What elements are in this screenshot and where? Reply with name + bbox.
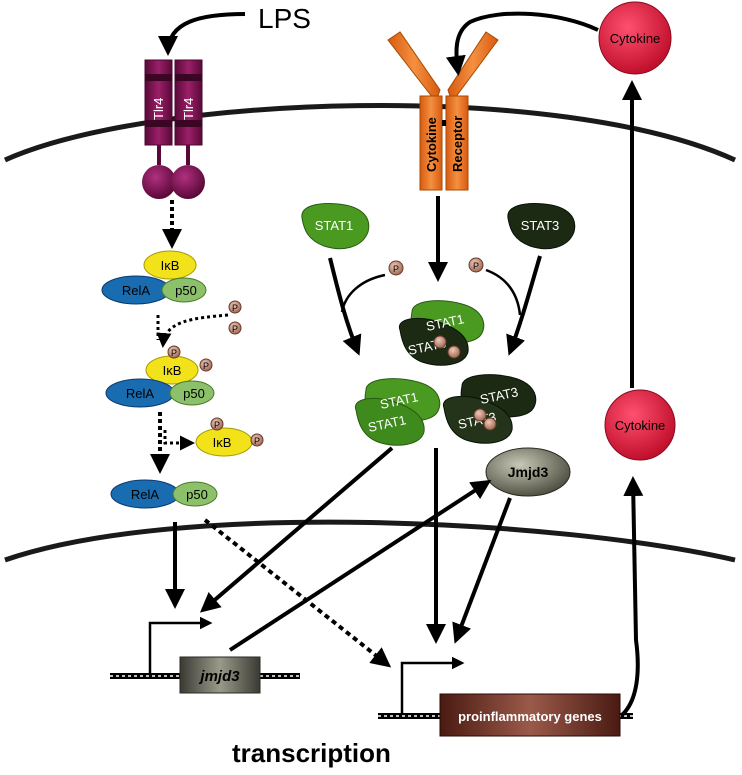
stat3-monomer: STAT3 bbox=[507, 203, 576, 250]
svg-text:p50: p50 bbox=[183, 386, 205, 401]
phospho-stat1-curve bbox=[340, 273, 386, 313]
jmjd3-protein bbox=[485, 447, 571, 497]
phospho-stat1 bbox=[388, 260, 404, 276]
cytokine-ball-mid bbox=[604, 389, 676, 461]
svg-text:STAT3: STAT3 bbox=[521, 218, 560, 233]
svg-text:RelA: RelA bbox=[126, 386, 155, 401]
transcription-label: transcription bbox=[232, 738, 391, 768]
receptor-label-left: Cytokine bbox=[424, 117, 439, 172]
svg-text:P: P bbox=[171, 348, 177, 358]
proinflammatory-gene: proinflammatory genes bbox=[378, 656, 633, 737]
cell-membrane bbox=[3, 103, 737, 163]
proinflammatory-label: proinflammatory genes bbox=[458, 709, 602, 724]
stat1-homodimer: STAT1 STAT1 bbox=[354, 378, 441, 446]
gene-to-cytokine-arrow bbox=[620, 476, 644, 717]
svg-text:P: P bbox=[232, 324, 238, 334]
stat3-dimerization-arrow bbox=[506, 255, 542, 356]
cytokine-mid-label: Cytokine bbox=[615, 418, 666, 433]
jmjd3-gene-to-protein-arrow bbox=[228, 479, 492, 652]
svg-text:P: P bbox=[232, 303, 238, 313]
svg-text:RelA: RelA bbox=[131, 487, 160, 502]
phospho-group-pair: P P bbox=[228, 300, 242, 335]
stat1-dimerization-arrow bbox=[328, 257, 362, 356]
svg-text:P: P bbox=[254, 436, 260, 446]
nfkb-complex-2-phosphorylated: P P IκB RelA p50 bbox=[105, 345, 215, 408]
svg-text:STAT1: STAT1 bbox=[315, 218, 354, 233]
cytokine-top-label: Cytokine bbox=[610, 31, 661, 46]
svg-text:IκB: IκB bbox=[163, 363, 182, 378]
stat1-to-jmjd3-arrow bbox=[199, 446, 394, 613]
tlr4-label-right: Tlr4 bbox=[181, 98, 196, 120]
svg-text:IκB: IκB bbox=[213, 435, 232, 450]
receptor-label-right: Receptor bbox=[450, 116, 465, 172]
lps-label: LPS bbox=[258, 3, 311, 34]
jmjd3-gene-label: jmjd3 bbox=[198, 668, 240, 685]
svg-text:p50: p50 bbox=[186, 487, 208, 502]
svg-text:p50: p50 bbox=[175, 283, 197, 298]
svg-text:P: P bbox=[214, 420, 220, 430]
tlr4-receptor: Tlr4 Tlr4 bbox=[142, 59, 205, 199]
stat1-monomer: STAT1 bbox=[301, 203, 370, 250]
lps-arrow bbox=[158, 12, 246, 56]
cytokine-receptor: Cytokine Receptor bbox=[387, 31, 499, 191]
jmjd3-protein-label: Jmjd3 bbox=[508, 464, 549, 480]
nuclear-membrane bbox=[4, 519, 736, 563]
nfkb-complex-1: IκB RelA p50 bbox=[101, 250, 207, 305]
cytokine-to-receptor-arrow bbox=[445, 11, 599, 76]
free-rela-p50: RelA p50 bbox=[110, 479, 218, 509]
jmjd3-to-proinflammatory-arrow bbox=[452, 497, 512, 644]
phospho-stat3-curve bbox=[485, 268, 522, 316]
phospho-stat3 bbox=[468, 257, 484, 273]
stat3-homodimer: STAT3 STAT3 bbox=[442, 374, 537, 444]
free-ikb: P P IκB bbox=[195, 417, 264, 457]
svg-text:IκB: IκB bbox=[161, 258, 180, 273]
stat1-stat3-heterodimer: STAT1 STAT3 bbox=[398, 300, 485, 366]
cytokine-ball-top bbox=[598, 1, 672, 75]
svg-text:P: P bbox=[473, 261, 479, 271]
jmjd3-gene: jmjd3 bbox=[110, 616, 300, 694]
svg-text:P: P bbox=[393, 264, 399, 274]
phosphorylation-arrow bbox=[156, 313, 229, 348]
svg-text:RelA: RelA bbox=[122, 283, 151, 298]
svg-text:P: P bbox=[203, 361, 209, 371]
tlr4-label-left: Tlr4 bbox=[151, 98, 166, 120]
dissociation-arrow-ikb bbox=[163, 430, 195, 451]
nfkb-to-proinflammatory-arrow bbox=[203, 518, 392, 668]
